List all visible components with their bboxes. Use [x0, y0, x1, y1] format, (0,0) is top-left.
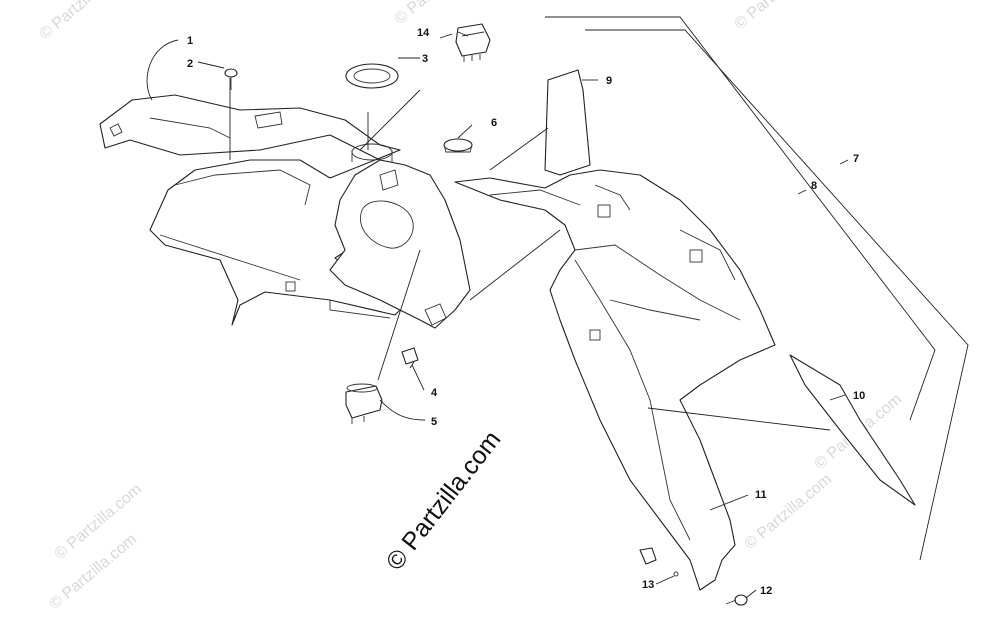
- callout-1[interactable]: 1: [187, 35, 193, 47]
- part-2-screw: [224, 68, 238, 90]
- leader-lines: [146, 16, 969, 599]
- part-3-gauge-ring: [345, 63, 399, 89]
- callout-13[interactable]: 13: [642, 579, 654, 591]
- watermark-layer: © Partzilla.com © Partzilla.com © Partzi…: [37, 0, 906, 613]
- part-11-right-panel: [454, 169, 776, 591]
- center-dash-panel: [329, 143, 471, 329]
- watermark-top-right: © Partzilla.com: [732, 0, 826, 33]
- callout-8[interactable]: 8: [811, 180, 817, 192]
- part-10-trim: [789, 354, 916, 506]
- part-4-clip: [401, 347, 419, 365]
- part-6-cap: [443, 138, 473, 153]
- part-14-switch: [455, 23, 491, 62]
- watermark-main: © Partzilla.com: [381, 426, 507, 576]
- callout-3[interactable]: 3: [422, 53, 428, 65]
- callout-7[interactable]: 7: [853, 153, 859, 165]
- watermark-bottom-right: © Partzilla.com: [742, 471, 836, 553]
- watermark-top-center: © Partzilla.com: [392, 0, 486, 28]
- part-13-clip: [639, 547, 679, 577]
- part-9-panel: [544, 69, 591, 176]
- callout-10[interactable]: 10: [853, 390, 865, 402]
- callout-9[interactable]: 9: [606, 75, 612, 87]
- part-5-socket: [345, 383, 383, 424]
- callout-2[interactable]: 2: [187, 58, 193, 70]
- callout-numbers: 1 2 3 4 5 6 7 8 9 10 11 12 13 14: [187, 27, 865, 597]
- callout-4[interactable]: 4: [431, 387, 438, 399]
- watermark-top-left: © Partzilla.com: [37, 0, 131, 43]
- callout-14[interactable]: 14: [417, 27, 430, 39]
- part-12-pin: [725, 594, 748, 606]
- callout-11[interactable]: 11: [755, 489, 767, 501]
- callout-5[interactable]: 5: [431, 416, 437, 428]
- callout-6[interactable]: 6: [491, 117, 497, 129]
- callout-12[interactable]: 12: [760, 585, 772, 597]
